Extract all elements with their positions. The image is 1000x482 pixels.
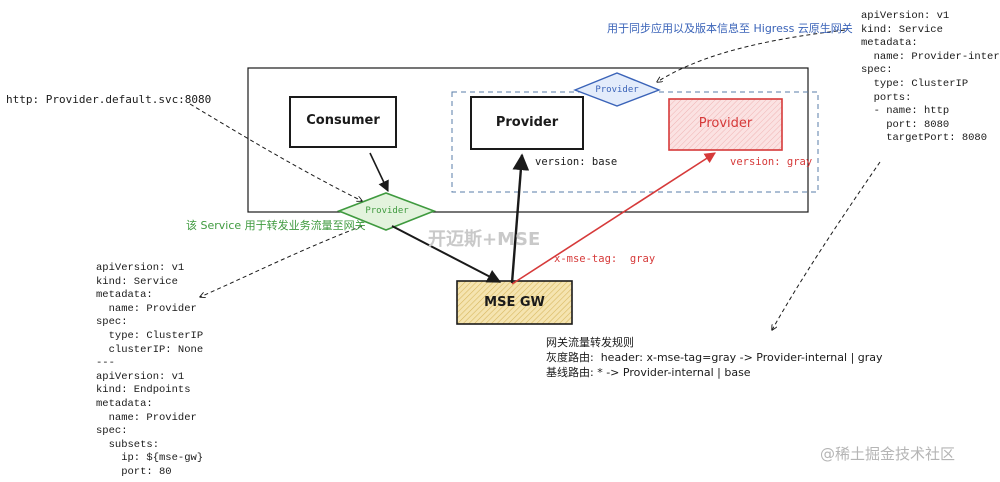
yaml-line: - name: http (861, 105, 950, 118)
yaml-line: apiVersion: v1 (96, 370, 185, 383)
mse-gw-label: MSE GW (484, 295, 545, 310)
yaml-line: subsets: (96, 438, 160, 451)
x-mse-tag-label: x-mse-tag: gray (554, 253, 656, 265)
provider-blue-diamond (573, 72, 661, 107)
diamond-to-gw-arrow (391, 225, 502, 283)
consumer-label: Consumer (306, 113, 380, 128)
version-gray-label: version: gray (730, 156, 813, 168)
yaml-line: targetPort: 8080 (861, 132, 988, 145)
gw-to-provider-arrow (510, 153, 530, 284)
yaml-line: port: 80 (96, 465, 172, 478)
yaml-line: port: 8080 (861, 118, 950, 131)
consumer-box (289, 96, 397, 148)
mse-gw-box (456, 280, 573, 325)
yaml-right-dashed-arrow (772, 161, 881, 330)
yaml-line: apiVersion: v1 (861, 10, 950, 22)
rule-line: 灰度路由: header: x-mse-tag=gray -> Provider… (546, 351, 883, 364)
yaml-line: --- (96, 357, 115, 370)
rule-line: 基线路由: * -> Provider-internal | base (546, 366, 751, 379)
footer-watermark: @稀土掘金技术社区 (820, 445, 956, 463)
yaml-left-dashed-arrow (200, 225, 363, 297)
rule-line: 网关流量转发规则 (546, 336, 634, 349)
provider-gray-box (668, 98, 783, 151)
provider-gray-label: Provider (698, 116, 753, 131)
green-diamond-label: Provider (365, 206, 409, 216)
top-note-dashed-arrow (657, 29, 846, 82)
yaml-line: spec: (861, 64, 893, 77)
top-note: 用于同步应用以及版本信息至 Higress 云原生网关 (607, 22, 853, 35)
watermark: 开迈斯+MSE (428, 229, 541, 250)
provider-label: Provider (495, 115, 559, 130)
provider-green-diamond (336, 192, 437, 231)
yaml-line: metadata: (96, 289, 153, 302)
yaml-line: clusterIP: None (96, 343, 204, 356)
consumer-to-diamond-arrow (369, 152, 389, 193)
yaml-line: metadata: (861, 37, 918, 50)
yaml-line: apiVersion: v1 (96, 262, 185, 274)
http-dashed-arrow (189, 103, 362, 201)
gw-to-provider-gray-arrow (511, 152, 716, 285)
yaml-line: name: Provider (96, 411, 197, 424)
yaml-line: kind: Endpoints (96, 384, 191, 397)
yaml-line: name: Provider (96, 302, 197, 315)
http-url-label: http: Provider.default.svc:8080 (6, 93, 212, 106)
yaml-line: metadata: (96, 397, 153, 410)
version-base-label: version: base (535, 156, 618, 168)
yaml-line: spec: (96, 316, 128, 329)
yaml-line: kind: Service (861, 23, 943, 36)
cluster-frame (247, 67, 809, 213)
yaml-line: ports: (861, 91, 912, 104)
yaml-line: type: ClusterIP (96, 329, 204, 342)
provider-box (470, 96, 584, 150)
service-note: 该 Service 用于转发业务流量至网关 (186, 219, 366, 232)
yaml-line: type: ClusterIP (861, 77, 969, 90)
blue-diamond-label: Provider (595, 85, 639, 95)
yaml-line: kind: Service (96, 275, 178, 288)
yaml-line: name: Provider-internal (873, 50, 1000, 63)
yaml-line: ip: ${mse-gw} (96, 452, 204, 465)
routing-rules: 网关流量转发规则灰度路由: header: x-mse-tag=gray -> … (546, 335, 883, 380)
yaml-line: spec: (96, 425, 128, 438)
